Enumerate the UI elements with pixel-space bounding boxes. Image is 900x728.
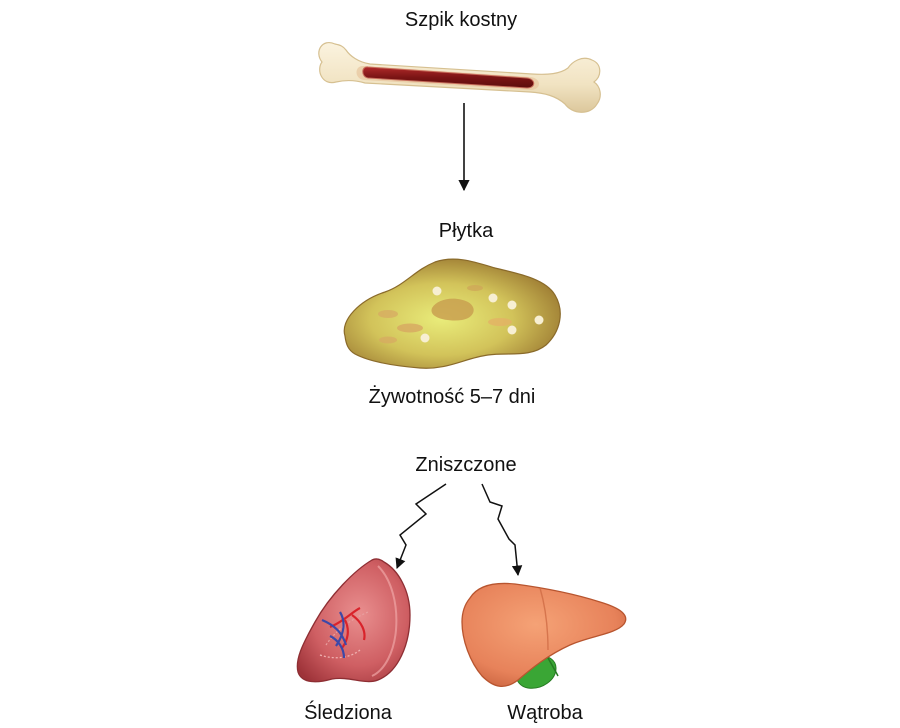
spleen-icon (296, 558, 411, 683)
platelet-label: Płytka (438, 220, 494, 242)
arrow-to-spleen (395, 483, 447, 569)
platelet-icon (343, 258, 561, 369)
destroyed-label: Zniszczone (415, 454, 517, 476)
bone-marrow-label: Szpik kostny (404, 9, 518, 31)
lifespan-label: Żywotność 5–7 dni (368, 386, 536, 408)
spleen-label: Śledziona (304, 702, 392, 724)
arrow-to-liver (481, 483, 523, 577)
liver-icon (461, 582, 627, 689)
bone-marrow-icon (318, 42, 601, 113)
liver-label: Wątroba (507, 702, 583, 724)
